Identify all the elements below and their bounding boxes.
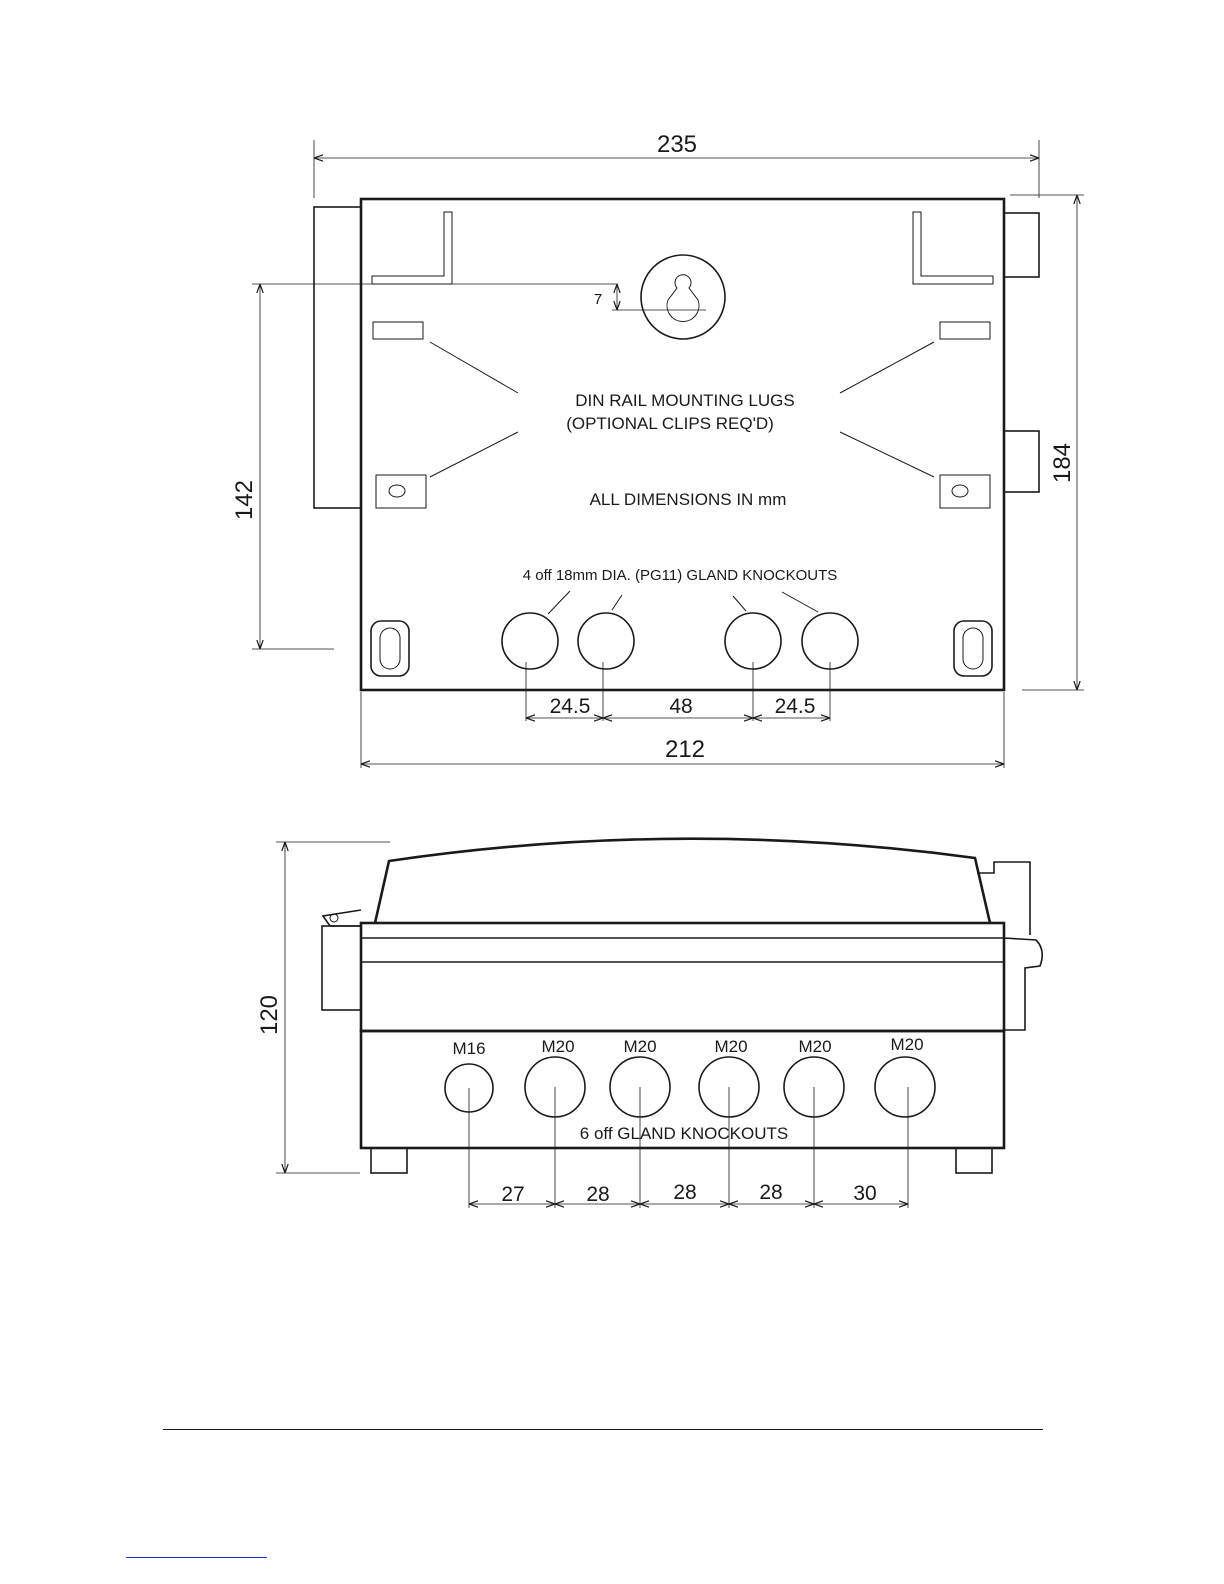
- spacing-label-2: 48: [669, 695, 692, 718]
- gland-knockouts: [445, 1057, 935, 1117]
- gland-label-6: M20: [890, 1035, 923, 1054]
- dimension-184-label: 184: [1049, 443, 1076, 483]
- din-lug-top-left: [373, 322, 423, 339]
- dimension-keyhole-offset: 7: [594, 284, 617, 310]
- mount-slot-left: [371, 621, 409, 676]
- gland-m20-5: [875, 1057, 935, 1117]
- pg11-knockouts-label: 4 off 18mm DIA. (PG11) GLAND KNOCKOUTS: [523, 567, 838, 584]
- top-view-body: [361, 199, 1004, 690]
- foot-right: [956, 1148, 992, 1173]
- foot-left: [371, 1148, 407, 1173]
- spacing-label-1: 24.5: [550, 695, 591, 718]
- knockout-spacing-dimensions: 24.5 48 24.5: [526, 662, 830, 721]
- dimension-212-label: 212: [665, 736, 705, 763]
- din-lug-bottom-right: [940, 475, 990, 508]
- side-view-upper-body: [361, 923, 1004, 1031]
- din-lug-bottom-left: [376, 475, 426, 508]
- gland-knockouts-label: 6 off GLAND KNOCKOUTS: [580, 1124, 788, 1143]
- side-view-right-protrusion: [1004, 938, 1042, 1030]
- footer-rule: [163, 1429, 1043, 1430]
- corner-bracket-right: [913, 212, 993, 284]
- right-latch-lower: [1004, 431, 1039, 492]
- dimension-side-height: 120: [256, 842, 390, 1173]
- pg11-knockouts: [502, 591, 858, 669]
- din-lug-top-right: [940, 322, 990, 339]
- side-view-lid: [375, 839, 990, 923]
- gland-spacing-2: 28: [586, 1183, 609, 1206]
- gland-spacing-1: 27: [501, 1183, 524, 1206]
- gland-label-2: M20: [541, 1037, 574, 1056]
- knockout-2: [578, 613, 634, 669]
- footer-link-underline[interactable]: [126, 1557, 267, 1558]
- dimension-height: 184: [1010, 195, 1084, 690]
- mount-slot-right: [954, 621, 992, 676]
- units-note: ALL DIMENSIONS IN mm: [590, 490, 787, 509]
- din-lugs-label-line2: (OPTIONAL CLIPS REQ'D): [566, 414, 774, 433]
- dimension-235-label: 235: [657, 131, 697, 158]
- gland-spacing-3: 28: [673, 1181, 696, 1204]
- right-latch-upper: [1004, 213, 1039, 277]
- dimension-7-label: 7: [594, 291, 602, 308]
- din-lugs-label-line1: DIN RAIL MOUNTING LUGS: [575, 391, 794, 410]
- left-hinge-strip: [314, 207, 361, 508]
- spacing-label-3: 24.5: [775, 695, 816, 718]
- gland-spacing-5: 30: [853, 1182, 876, 1205]
- knockout-4: [802, 613, 858, 669]
- side-view: M16 M20 M20 M20 M20 M20 6 off GLAND KNOC…: [256, 839, 1042, 1208]
- gland-label-4: M20: [714, 1037, 747, 1056]
- side-view-hinge: [322, 910, 361, 1010]
- knockout-1: [502, 613, 558, 669]
- keyhole-slot: [612, 255, 725, 339]
- dimension-overall-width: 235: [314, 131, 1039, 198]
- gland-label-5: M20: [798, 1037, 831, 1056]
- gland-spacing-4: 28: [759, 1181, 782, 1204]
- corner-bracket-left: [372, 212, 452, 284]
- gland-label-1: M16: [452, 1039, 485, 1058]
- dimension-120-label: 120: [256, 995, 283, 1035]
- dimension-mount-height: 142: [231, 284, 618, 649]
- dimension-142-label: 142: [231, 480, 258, 520]
- knockout-3: [725, 613, 781, 669]
- gland-label-3: M20: [623, 1037, 656, 1056]
- top-view: DIN RAIL MOUNTING LUGS (OPTIONAL CLIPS R…: [231, 131, 1084, 768]
